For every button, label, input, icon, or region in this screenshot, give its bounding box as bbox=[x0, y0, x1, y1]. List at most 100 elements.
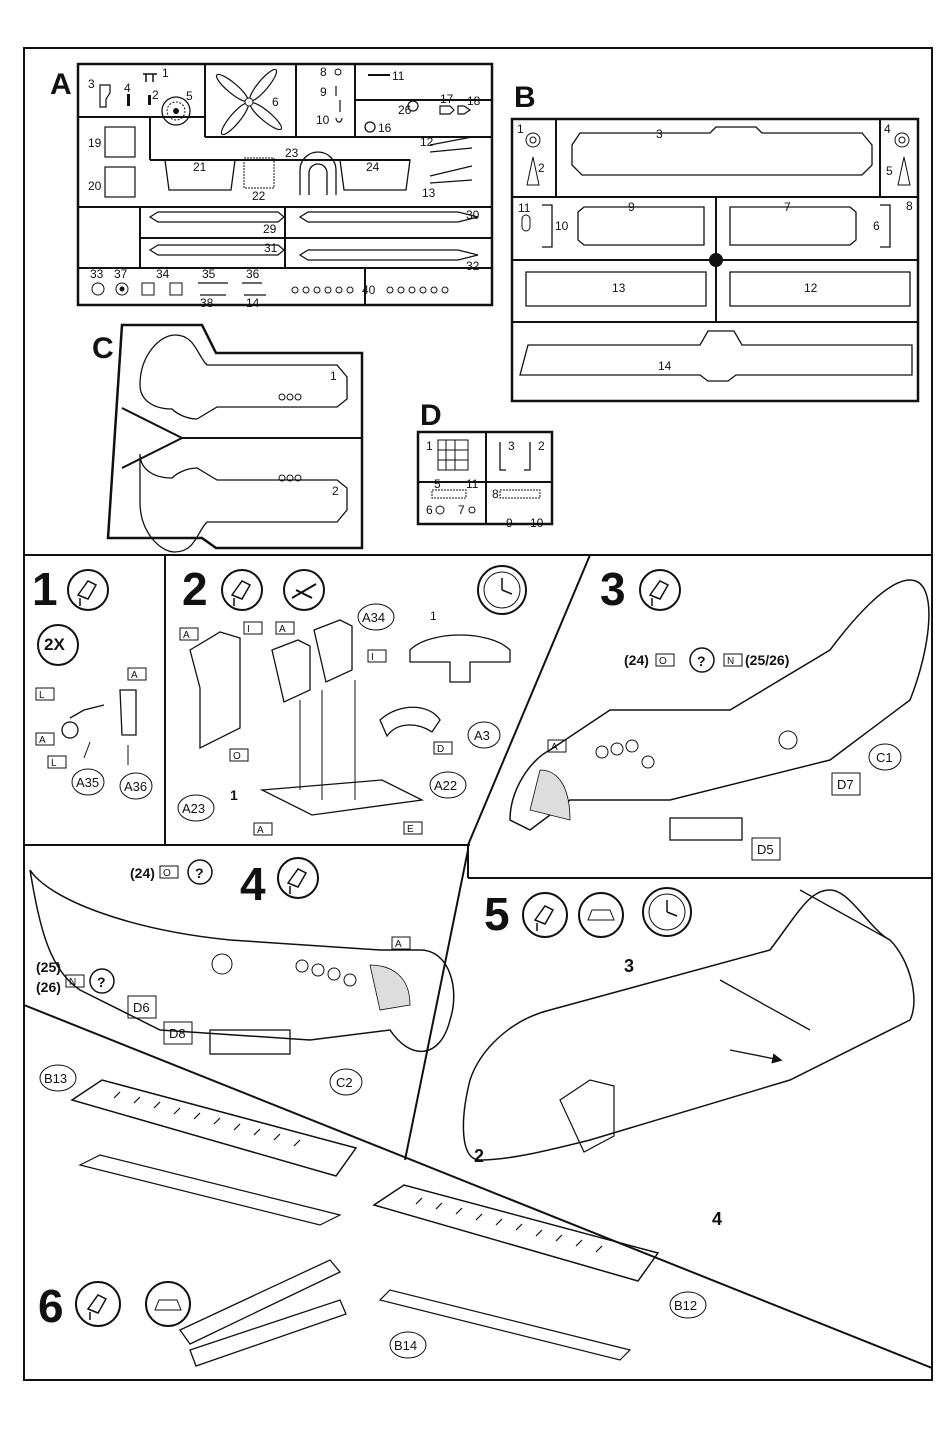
glue-icon bbox=[221, 569, 263, 611]
subassembly-label: 1 bbox=[230, 787, 238, 803]
part-number-label: D6 bbox=[133, 1000, 150, 1015]
part-number-label: B12 bbox=[674, 1298, 697, 1313]
part-number-label: 5 bbox=[186, 89, 193, 103]
sprue-c-letter: C bbox=[92, 332, 114, 365]
part-number-label: 4 bbox=[712, 1209, 722, 1229]
clamp-icon bbox=[578, 892, 624, 938]
part-number-label: 6 bbox=[426, 503, 433, 517]
part-number-label: 3 bbox=[656, 127, 663, 141]
step-2-number: 2 bbox=[182, 563, 208, 615]
sprue-c: C 1 2 bbox=[92, 323, 364, 553]
part-label: A36 bbox=[124, 779, 147, 794]
step-4-number: 4 bbox=[240, 858, 266, 910]
part-number-label: 1 bbox=[430, 609, 437, 623]
part-number-label: 2 bbox=[474, 1146, 484, 1166]
part-number-label: 21 bbox=[193, 160, 207, 174]
step-6: 6 B13 B12 B14 bbox=[38, 1064, 707, 1367]
step-6-number: 6 bbox=[38, 1280, 64, 1332]
clamp-icon bbox=[145, 1281, 191, 1327]
clock-icon bbox=[642, 887, 692, 937]
part-number-label: 23 bbox=[285, 146, 299, 160]
sprue-d-letter: D bbox=[420, 399, 442, 432]
part-number-label: 5 bbox=[434, 477, 441, 491]
step-4: 4 (24) O ? (25) (26) N ? A D6 D8 C2 bbox=[29, 857, 455, 1096]
part-number-label: B13 bbox=[44, 1071, 67, 1086]
sprue-a-frame bbox=[76, 62, 494, 307]
glue-icon bbox=[75, 1281, 121, 1327]
part-number-label: 9 bbox=[320, 85, 327, 99]
quantity-badge: 2X bbox=[44, 635, 65, 654]
step-5-number: 5 bbox=[484, 888, 510, 940]
part-number-label: C1 bbox=[876, 750, 893, 765]
part-number-label: L bbox=[39, 690, 45, 701]
part-number-label: 2 bbox=[538, 161, 545, 175]
part-number-label: 34 bbox=[156, 267, 170, 281]
part-number-label: N bbox=[69, 977, 76, 988]
part-number-label: 37 bbox=[114, 267, 128, 281]
part-number-label: 18 bbox=[467, 94, 481, 108]
paint-icon bbox=[283, 569, 325, 611]
part-number-label: ? bbox=[97, 974, 106, 990]
part-number-label: 22 bbox=[252, 189, 266, 203]
part-number-label: 7 bbox=[784, 200, 791, 214]
part-number-label: L bbox=[51, 758, 57, 769]
part-number-label: 10 bbox=[555, 219, 569, 233]
part-number-label: 8 bbox=[320, 65, 327, 79]
part-number-label: (26) bbox=[36, 979, 61, 995]
part-number-label: D7 bbox=[837, 777, 854, 792]
part-number-label: 2 bbox=[538, 439, 545, 453]
part-label: A35 bbox=[76, 775, 99, 790]
part-number-label: D5 bbox=[757, 842, 774, 857]
sprue-d: D 1 3 2 5 11 6 7 8 9 10 bbox=[416, 399, 554, 530]
part-number-label: A bbox=[39, 735, 46, 746]
part-number-label: 26 bbox=[398, 103, 412, 117]
part-number-label: 1 bbox=[330, 369, 337, 383]
part-number-label: (24) bbox=[130, 865, 155, 881]
part-number-label: A34 bbox=[362, 610, 385, 625]
part-number-label: 1 bbox=[162, 66, 169, 80]
part-number-label: 10 bbox=[530, 516, 544, 530]
part-number-label: ? bbox=[697, 653, 706, 669]
part-number-label: 5 bbox=[886, 164, 893, 178]
part-number-label: D8 bbox=[169, 1026, 186, 1041]
part-number-label: C2 bbox=[336, 1075, 353, 1090]
sprue-a: A bbox=[50, 62, 494, 310]
part-number-label: 29 bbox=[263, 222, 277, 236]
part-number-label: 2 bbox=[332, 484, 339, 498]
part-number-label: 1 bbox=[517, 122, 524, 136]
part-number-label: 8 bbox=[906, 199, 913, 213]
part-number-label: E bbox=[407, 824, 414, 835]
part-number-label: 17 bbox=[440, 92, 454, 106]
step-2: 2 1 1 A34 A3 A22 A23 A I A I D O bbox=[177, 563, 527, 836]
part-number-label: 20 bbox=[88, 179, 102, 193]
part-number-label: 12 bbox=[804, 281, 818, 295]
part-number-label: 9 bbox=[628, 200, 635, 214]
clock-icon bbox=[477, 565, 527, 615]
part-number-label: (24) bbox=[624, 652, 649, 668]
part-number-label: (25/26) bbox=[745, 652, 789, 668]
part-number-label: I bbox=[371, 652, 374, 663]
part-number-label: A bbox=[131, 670, 138, 681]
sheet-border bbox=[23, 47, 933, 1381]
part-number-label: 13 bbox=[422, 186, 436, 200]
part-number-label: 38 bbox=[200, 296, 214, 310]
part-number-label: 7 bbox=[458, 503, 465, 517]
step-5: 5 3 2 4 bbox=[462, 887, 915, 1229]
part-number-label: A bbox=[395, 939, 402, 950]
part-number-label: D bbox=[437, 744, 444, 755]
glue-icon bbox=[639, 569, 681, 611]
part-number-label: 4 bbox=[124, 81, 131, 95]
part-number-label: 16 bbox=[378, 121, 392, 135]
part-number-label: 3 bbox=[508, 439, 515, 453]
part-number-label: 13 bbox=[612, 281, 626, 295]
part-number-label: 10 bbox=[316, 113, 330, 127]
part-number-label: A bbox=[551, 742, 558, 753]
part-number-label: A23 bbox=[182, 801, 205, 816]
step-3-number: 3 bbox=[600, 563, 626, 615]
part-number-label: 36 bbox=[246, 267, 260, 281]
part-number-label: 30 bbox=[466, 208, 480, 222]
part-number-label: 4 bbox=[884, 122, 891, 136]
step-1-number: 1 bbox=[32, 563, 58, 615]
sprue-a-letter: A bbox=[50, 68, 72, 101]
